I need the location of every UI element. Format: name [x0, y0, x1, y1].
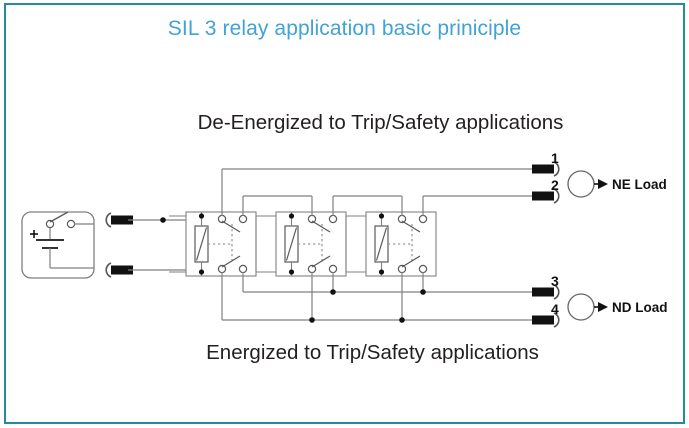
- terminal-4-number: 4: [551, 301, 559, 317]
- source-terminal-top: [105, 212, 168, 228]
- coil-bus-wiring: [169, 215, 366, 273]
- relay-1: [185, 211, 257, 277]
- terminal-3-number: 3: [551, 273, 559, 289]
- page-title: SIL 3 relay application basic priniciple: [167, 17, 522, 40]
- coil-supply-wiring: [160, 217, 186, 223]
- nd-load-label: ND Load: [612, 300, 668, 315]
- terminal-2: 2: [531, 177, 560, 204]
- switch-icon: [45, 211, 76, 229]
- lower-contact-wiring: [221, 276, 532, 323]
- terminal-3: 3: [531, 273, 560, 300]
- terminal-2-number: 2: [551, 177, 559, 193]
- caption-energized: Energized to Trip/Safety applications: [206, 341, 539, 364]
- nd-load-symbol: ND Load: [567, 293, 668, 321]
- relay-2: [275, 211, 347, 277]
- caption-de-energized: De-Energized to Trip/Safety applications: [197, 111, 564, 134]
- source-block: [21, 211, 95, 279]
- terminal-1: 1: [531, 150, 560, 177]
- source-terminal-bottom: [105, 262, 186, 278]
- terminal-4: 4: [531, 301, 560, 328]
- relay-3: [365, 211, 437, 277]
- battery-icon: [30, 228, 94, 269]
- ne-load-label: NE Load: [612, 177, 667, 192]
- ne-load-symbol: NE Load: [567, 170, 667, 198]
- terminal-1-number: 1: [551, 150, 559, 166]
- upper-contact-wiring: [221, 168, 532, 212]
